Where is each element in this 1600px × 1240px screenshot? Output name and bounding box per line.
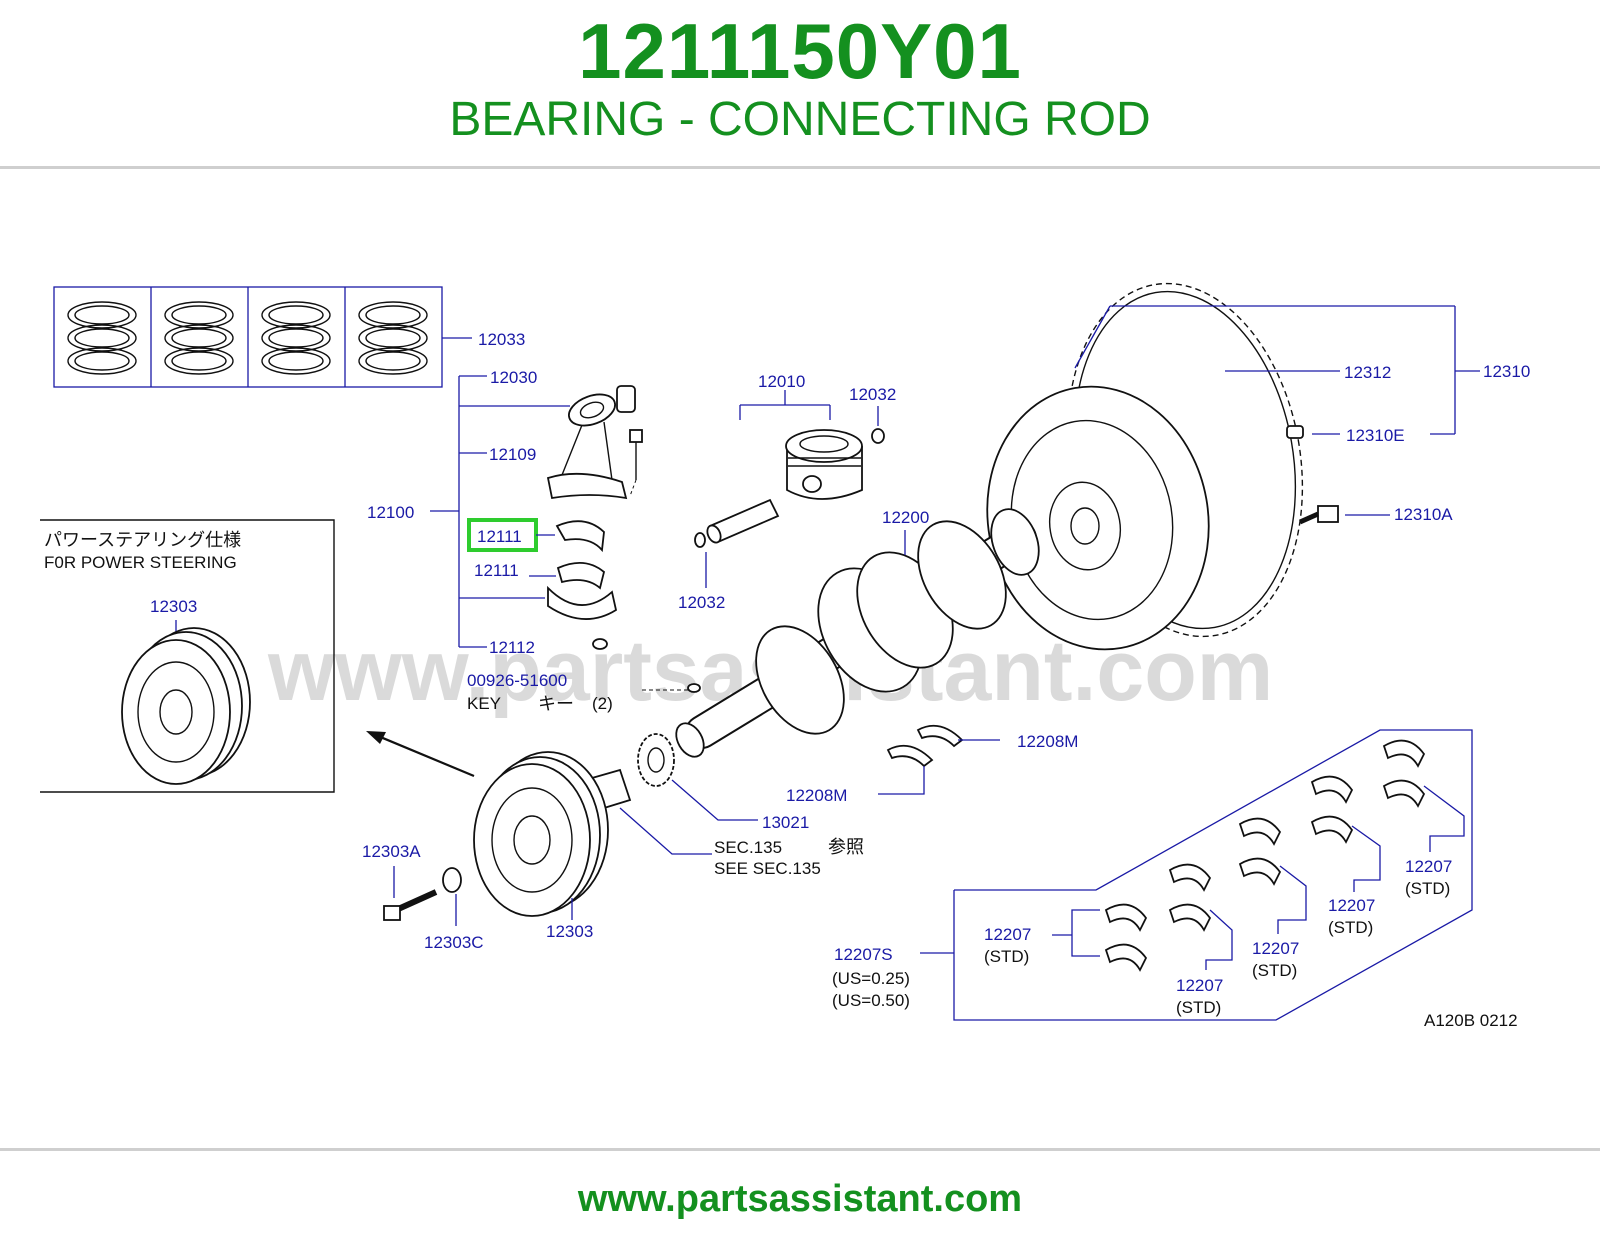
key-label-jp: キー — [538, 694, 574, 715]
piston — [785, 429, 863, 500]
power-steering-en: F0R POWER STEERING — [44, 553, 237, 572]
crankshaft-pulley — [473, 751, 609, 917]
drawing-code: A120B 0212 — [1424, 1011, 1518, 1030]
std-group4: (STD) — [1328, 918, 1373, 937]
piston-group-bracket — [739, 390, 831, 420]
callout-12033[interactable]: 12033 — [478, 330, 525, 349]
power-steering-inset — [40, 519, 335, 793]
thrust-bearing-lower — [886, 744, 934, 768]
std-group1: (STD) — [984, 947, 1029, 966]
bearing-half-lower — [556, 562, 606, 590]
connecting-rod-bracket — [430, 375, 570, 648]
callout-12010[interactable]: 12010 — [758, 372, 805, 391]
sec135-jp: 参照 — [828, 837, 864, 858]
flywheel-bolt — [1298, 505, 1339, 525]
power-steering-pulley — [121, 627, 251, 785]
key-label-en: KEY — [467, 694, 501, 713]
piston-ring-set — [53, 286, 472, 388]
callout-12100[interactable]: 12100 — [367, 503, 414, 522]
bearing-half-upper — [555, 520, 605, 553]
callout-12207-group2[interactable]: 12207 — [1176, 976, 1223, 995]
pulley-washer — [442, 867, 462, 893]
footer-divider — [0, 1148, 1600, 1151]
part-description-title: BEARING - CONNECTING ROD — [449, 93, 1151, 146]
callout-12207-group3[interactable]: 12207 — [1252, 939, 1299, 958]
footer-website-link[interactable]: www.partsassistant.com — [577, 1178, 1023, 1220]
main-bearing-shells — [1104, 739, 1426, 972]
power-steering-jp: パワーステアリング仕様 — [44, 530, 241, 551]
piston-pin-bushing — [616, 385, 636, 413]
woodruff-key — [687, 683, 701, 693]
connecting-rod-cap — [547, 585, 618, 620]
callout-12303C[interactable]: 12303C — [424, 933, 484, 952]
key-quantity: (2) — [592, 694, 613, 713]
callout-00926-51600[interactable]: 00926-51600 — [467, 671, 567, 690]
thrust-bearing-upper — [916, 724, 964, 748]
flywheel — [986, 282, 1304, 651]
callout-12207S[interactable]: 12207S — [834, 945, 893, 964]
callout-12112[interactable]: 12112 — [489, 638, 535, 657]
pulley-bolt — [383, 889, 438, 921]
see-sec135: SEE SEC.135 — [714, 859, 821, 878]
size-us025: (US=0.25) — [832, 969, 910, 988]
std-group2: (STD) — [1176, 998, 1221, 1017]
header-divider — [0, 166, 1600, 169]
std-group5: (STD) — [1405, 879, 1450, 898]
piston-pin — [706, 498, 780, 544]
callout-12303-inset[interactable]: 12303 — [150, 597, 197, 616]
callout-12310E[interactable]: 12310E — [1346, 426, 1405, 445]
callout-12207-group4[interactable]: 12207 — [1328, 896, 1375, 915]
callout-12303A[interactable]: 12303A — [362, 842, 421, 861]
callout-13021[interactable]: 13021 — [762, 813, 809, 832]
callout-12032-lower[interactable]: 12032 — [678, 593, 725, 612]
connecting-rod — [546, 385, 643, 500]
callout-12111-highlighted[interactable]: 12111 — [477, 527, 522, 546]
callout-12200[interactable]: 12200 — [882, 508, 929, 527]
std-group3: (STD) — [1252, 961, 1297, 980]
callout-12111-lower[interactable]: 12111 — [474, 561, 519, 580]
snap-ring-lower — [694, 532, 706, 548]
callout-12208M-upper[interactable]: 12208M — [1017, 732, 1078, 751]
sec135-ref: SEC.135 — [714, 838, 782, 857]
callout-12109[interactable]: 12109 — [489, 445, 536, 464]
main-bearing-bracket — [953, 729, 1473, 1021]
dowel-pin — [1286, 425, 1304, 439]
callout-12032-upper[interactable]: 12032 — [849, 385, 896, 404]
parts-diagram: www.partsassistant.com 12033 — [0, 270, 1600, 1090]
rod-nut — [592, 638, 608, 650]
crankshaft — [675, 508, 1040, 758]
callout-12303[interactable]: 12303 — [546, 922, 593, 941]
inset-arrow — [377, 734, 475, 778]
callout-12312[interactable]: 12312 — [1344, 363, 1391, 382]
callout-12207-group1[interactable]: 12207 — [984, 925, 1031, 944]
size-us050: (US=0.50) — [832, 991, 910, 1010]
callout-12310A[interactable]: 12310A — [1394, 505, 1453, 524]
snap-ring-upper — [871, 428, 885, 444]
flywheel-bracket — [1074, 305, 1480, 516]
callout-12207-group5[interactable]: 12207 — [1405, 857, 1452, 876]
part-number-title: 1211150Y01 — [578, 7, 1022, 95]
crankshaft-sprocket — [637, 733, 675, 787]
callout-12030[interactable]: 12030 — [490, 368, 537, 387]
callout-12310[interactable]: 12310 — [1483, 362, 1530, 381]
callout-12208M-lower[interactable]: 12208M — [786, 786, 847, 805]
page-header: 1211150Y01 BEARING - CONNECTING ROD — [0, 0, 1600, 168]
